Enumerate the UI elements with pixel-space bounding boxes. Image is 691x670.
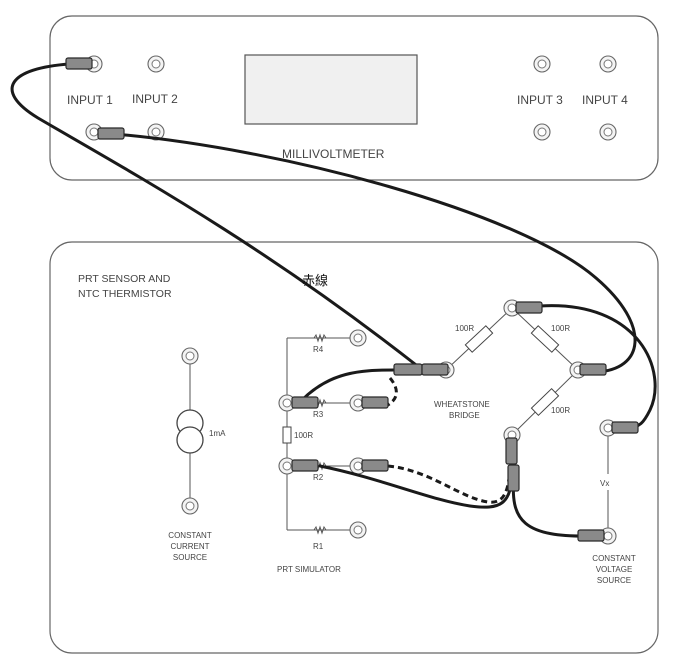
r3-dashed-jumper[interactable] bbox=[385, 377, 398, 408]
prt-terminal-r1[interactable] bbox=[349, 521, 367, 539]
input3-terminal-top[interactable] bbox=[533, 55, 551, 73]
r4-label: R4 bbox=[313, 345, 324, 354]
bridge-top-to-cvs-cable[interactable] bbox=[538, 304, 657, 430]
board-title-line2: NTC THERMISTOR bbox=[78, 288, 172, 300]
input2-label: INPUT 2 bbox=[132, 92, 178, 106]
r2-dashed-jumper[interactable] bbox=[387, 464, 512, 504]
bridge-r-lower-label: 100R bbox=[551, 406, 570, 415]
input4-terminal-bottom[interactable] bbox=[599, 123, 617, 141]
r4-zigzag bbox=[313, 333, 327, 343]
ccs-circle-bottom bbox=[176, 426, 204, 454]
ccs-terminal-top[interactable] bbox=[181, 347, 199, 365]
plug-r3-left[interactable] bbox=[291, 396, 319, 409]
r3-to-bridge-cable[interactable] bbox=[300, 368, 396, 402]
prt-simulator-label: PRT SIMULATOR bbox=[277, 565, 341, 574]
plug-bridge-right[interactable] bbox=[579, 363, 607, 376]
r1-zigzag bbox=[313, 525, 327, 535]
input3-terminal-bottom[interactable] bbox=[533, 123, 551, 141]
r2-label: R2 bbox=[313, 473, 324, 482]
prt-terminal-r4[interactable] bbox=[349, 329, 367, 347]
ccs-label-line3: SOURCE bbox=[173, 553, 207, 562]
plug-bridge-bottom-a[interactable] bbox=[505, 437, 518, 465]
input4-terminal-top[interactable] bbox=[599, 55, 617, 73]
vx-label: Vx bbox=[600, 479, 609, 488]
plug-input1-top[interactable] bbox=[65, 57, 93, 70]
sensor-board-panel bbox=[49, 241, 659, 654]
bridge-resistor-right bbox=[530, 325, 560, 353]
ccs-terminal-bottom[interactable] bbox=[181, 497, 199, 515]
red-wire-annotation: 赤線 bbox=[302, 273, 328, 289]
plug-r2-right[interactable] bbox=[361, 459, 389, 472]
vx-label-bg bbox=[596, 474, 620, 490]
plug-bridge-left-a[interactable] bbox=[393, 363, 423, 376]
cvs-label-line2: VOLTAGE bbox=[596, 565, 633, 574]
input3-label: INPUT 3 bbox=[517, 93, 563, 107]
cvs-label-line1: CONSTANT bbox=[592, 554, 636, 563]
bridge-label-line2: BRIDGE bbox=[449, 411, 480, 420]
ccs-value: 1mA bbox=[209, 429, 226, 438]
millivoltmeter-title: MILLIVOLTMETER bbox=[282, 147, 385, 161]
plug-bridge-left-b[interactable] bbox=[421, 363, 449, 376]
plug-cvs-top[interactable] bbox=[611, 421, 639, 434]
bridge-r-right-label: 100R bbox=[551, 324, 570, 333]
red-wire-cable[interactable] bbox=[10, 62, 422, 370]
plug-bridge-top[interactable] bbox=[515, 301, 543, 314]
input1-label: INPUT 1 bbox=[67, 93, 113, 107]
prt-100r-label: 100R bbox=[294, 431, 313, 440]
bridge-r-left-label: 100R bbox=[455, 324, 474, 333]
prt-100r-resistor bbox=[282, 426, 292, 444]
meter-display bbox=[244, 54, 418, 125]
ccs-label-line2: CURRENT bbox=[170, 542, 209, 551]
ccs-label-line1: CONSTANT bbox=[168, 531, 212, 540]
input4-label: INPUT 4 bbox=[582, 93, 628, 107]
plug-cvs-bottom[interactable] bbox=[577, 529, 605, 542]
bridge-resistor-left bbox=[464, 325, 494, 353]
input2-terminal-top[interactable] bbox=[147, 55, 165, 73]
plug-bridge-bottom-b[interactable] bbox=[507, 464, 520, 492]
r1-label: R1 bbox=[313, 542, 324, 551]
cvs-label-line3: SOURCE bbox=[597, 576, 631, 585]
r2-to-bridge-cable[interactable] bbox=[318, 464, 514, 509]
plug-input1-bottom[interactable] bbox=[97, 127, 125, 140]
plug-r3-right[interactable] bbox=[361, 396, 389, 409]
bridge-label-line1: WHEATSTONE bbox=[434, 400, 490, 409]
board-title-line1: PRT SENSOR AND bbox=[78, 273, 171, 285]
plug-r2-left[interactable] bbox=[291, 459, 319, 472]
input1-return-cable[interactable] bbox=[112, 132, 637, 374]
bridge-resistor-lower bbox=[530, 387, 560, 417]
r3-label: R3 bbox=[313, 410, 324, 419]
